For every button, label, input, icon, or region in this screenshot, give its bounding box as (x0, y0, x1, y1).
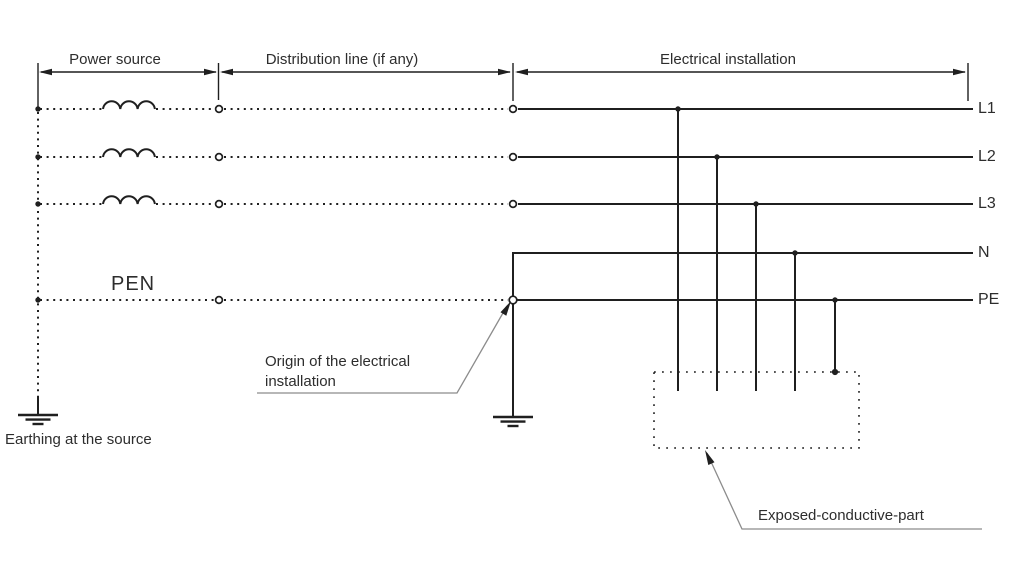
conductor-label-l3: L3 (978, 195, 996, 212)
terminal-circle-icon (214, 295, 224, 305)
conductor-row-l2 (40, 148, 973, 158)
origin-annotation-line2: installation (265, 373, 336, 390)
callout-arrow-icon (705, 450, 715, 465)
dimension-arrow-icon (204, 68, 217, 76)
junction-dots (35, 106, 839, 376)
leader-line (257, 305, 508, 394)
terminal-circle-icon (214, 199, 224, 209)
dimension-power-source (39, 68, 217, 76)
origin-callout-leader (257, 301, 511, 394)
earth-icon-origin (493, 415, 533, 428)
dimension-arrow-icon (220, 68, 233, 76)
winding-icon-l1 (102, 100, 156, 110)
junction-dot-icon (35, 201, 41, 207)
conductor-label-n: N (978, 244, 990, 261)
dimension-distribution-line (220, 68, 511, 76)
winding-icon-l3 (102, 195, 156, 205)
exposed-callout-leader (705, 450, 982, 530)
section-label-distribution-line: Distribution line (if any) (265, 51, 419, 68)
installation-drops (677, 109, 836, 391)
terminal-circle-icon (214, 104, 224, 114)
junction-dot-icon (792, 250, 798, 256)
junction-dot-icon (832, 297, 838, 303)
junction-dot-icon (714, 154, 720, 160)
dimension-arrow-icon (515, 68, 528, 76)
dimension-arrow-icon (953, 68, 966, 76)
junction-dot-icon (831, 368, 839, 376)
callout-arrow-icon (500, 301, 511, 316)
origin-annotation: Origin of the electrical installation (265, 352, 410, 392)
leader-line (706, 452, 982, 530)
earthing-source-annotation: Earthing at the source (5, 431, 152, 448)
dimension-electrical-installation (515, 68, 966, 76)
section-label-electrical-installation: Electrical installation (660, 51, 796, 68)
winding-icon-l2 (102, 148, 156, 158)
conductor-label-l1: L1 (978, 100, 996, 117)
dimension-ticks (37, 63, 969, 108)
origin-terminal-circle-icon (508, 295, 518, 305)
n-installation-conductor (512, 252, 973, 300)
earth-icon-source (18, 413, 58, 426)
junction-dot-icon (35, 154, 41, 160)
junction-dot-icon (675, 106, 681, 112)
terminal-circle-icon (214, 152, 224, 162)
conductor-label-l2: L2 (978, 148, 996, 165)
terminals (214, 104, 518, 305)
section-label-power-source: Power source (69, 51, 161, 68)
junction-dot-icon (753, 201, 759, 207)
terminal-circle-icon (508, 152, 518, 162)
conductor-row-l1 (40, 100, 973, 110)
terminal-circle-icon (508, 104, 518, 114)
conductor-row-l3 (40, 195, 973, 205)
junction-dot-icon (35, 106, 41, 112)
dimension-arrow-icon (498, 68, 511, 76)
terminal-circle-icon (508, 199, 518, 209)
conductor-label-pe: PE (978, 291, 1000, 308)
origin-annotation-line1: Origin of the electrical (265, 353, 411, 370)
junction-dot-icon (35, 297, 41, 303)
pen-conductor-label: PEN (111, 273, 156, 295)
dimension-arrow-icon (39, 68, 52, 76)
exposed-part-annotation: Exposed-conductive-part (758, 507, 924, 524)
